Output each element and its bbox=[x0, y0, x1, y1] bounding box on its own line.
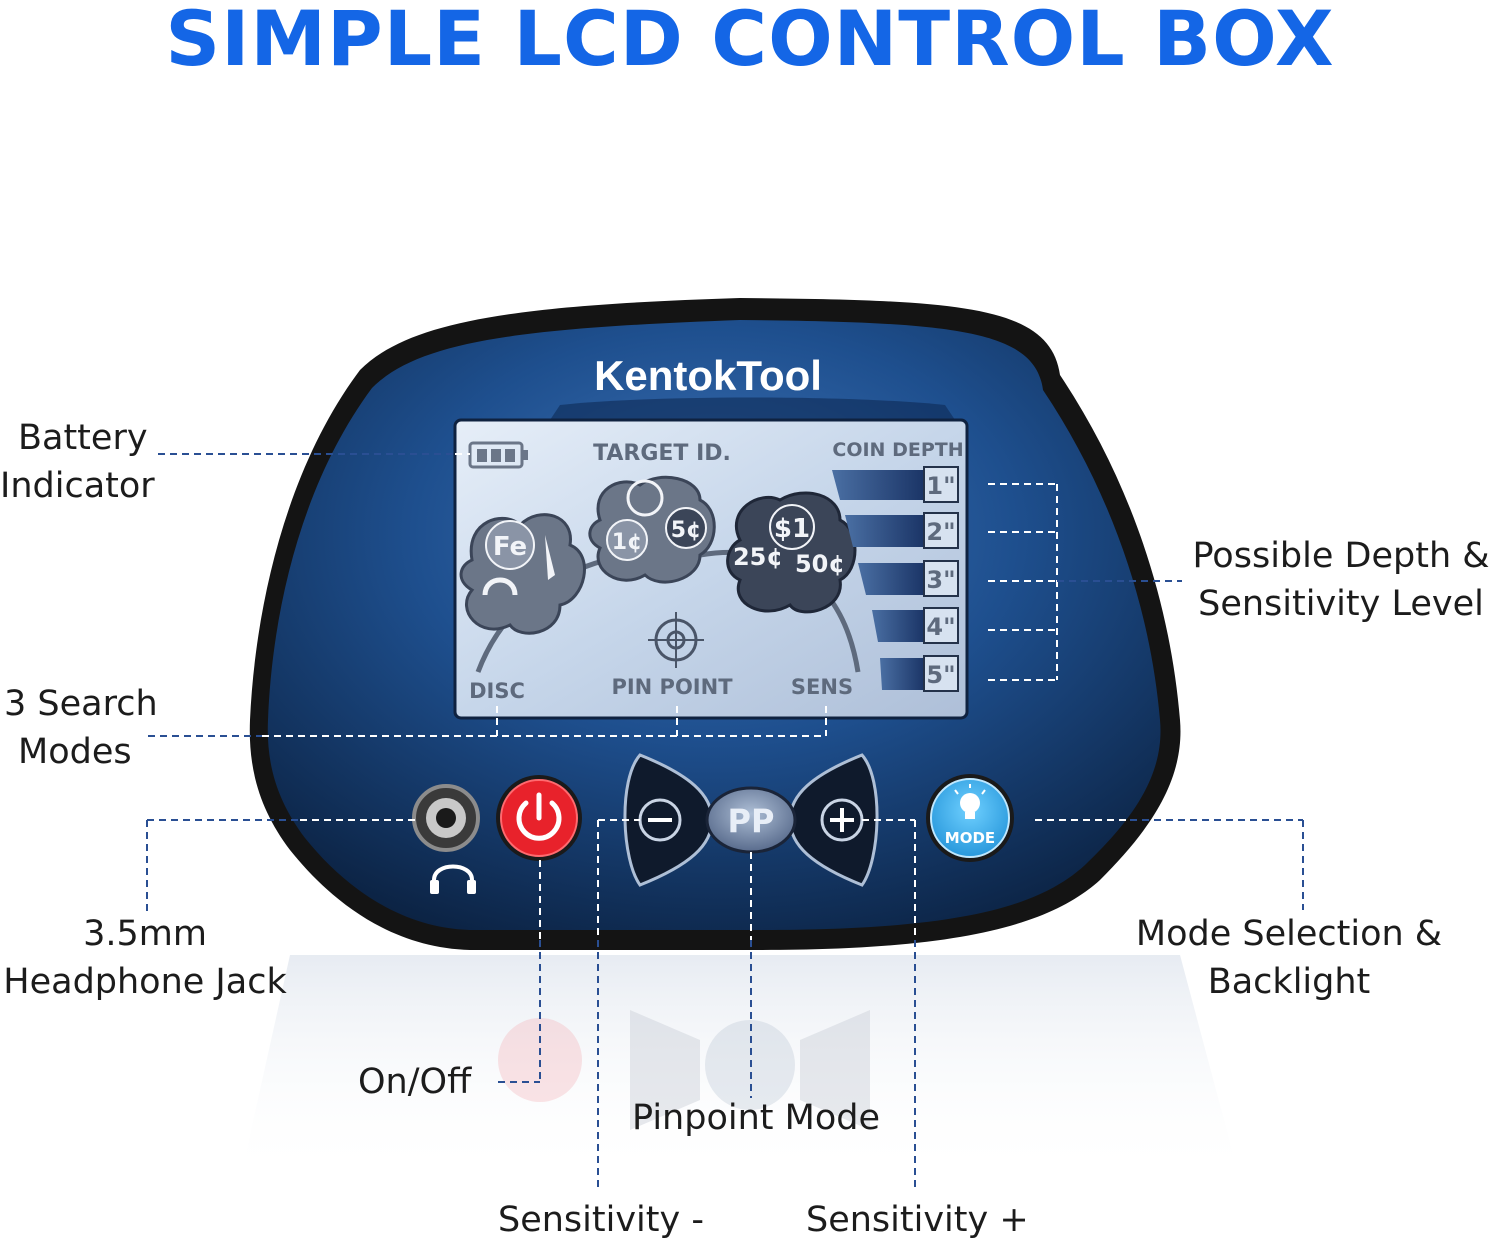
magnet-icon bbox=[482, 577, 518, 596]
sensitivity-minus-callout: Sensitivity - bbox=[498, 1196, 704, 1244]
on-off-callout: On/Off bbox=[358, 1058, 471, 1106]
iron-coin-cloud: Fe bbox=[459, 513, 586, 635]
depth-callout-line-1: Possible Depth & bbox=[1192, 536, 1490, 576]
mode-selection-callout: Mode Selection & Backlight bbox=[1124, 910, 1454, 1006]
battery-callout-line-2: Indicator bbox=[0, 466, 155, 506]
headphone-jack[interactable] bbox=[412, 784, 480, 852]
mode-button-label: MODE bbox=[945, 829, 995, 847]
dollar-text: $1 bbox=[774, 514, 810, 544]
mode-selection-line-1: Mode Selection & bbox=[1135, 914, 1443, 954]
target-id-label: TARGET ID. bbox=[593, 441, 731, 466]
depth-level-5: 5" bbox=[926, 661, 955, 689]
half-dollar-text: 50¢ bbox=[795, 550, 845, 578]
lcd-screen: TARGET ID. COIN DEPTH Fe 1¢ 5¢ $1 25¢ 50… bbox=[453, 418, 969, 720]
power-icon bbox=[516, 792, 562, 841]
one-cent-text: 1¢ bbox=[612, 530, 643, 555]
mode-disc-label: DISC bbox=[469, 679, 525, 703]
sensitivity-plus-text: Sensitivity + bbox=[806, 1200, 1029, 1240]
pinpoint-mode-callout: Pinpoint Mode bbox=[632, 1094, 880, 1142]
coin-depth-label: COIN DEPTH bbox=[832, 439, 963, 461]
headphone-jack-callout: 3.5mm Headphone Jack bbox=[0, 910, 290, 1006]
nail-icon bbox=[545, 535, 555, 580]
sensitivity-minus-text: Sensitivity - bbox=[498, 1200, 704, 1240]
depth-callout-line-2: Sensitivity Level bbox=[1198, 584, 1484, 624]
power-button[interactable] bbox=[496, 775, 582, 861]
on-off-callout-text: On/Off bbox=[358, 1062, 472, 1102]
search-modes-callout: 3 Search Modes bbox=[4, 680, 158, 776]
battery-indicator-callout: Battery Indicator bbox=[0, 414, 155, 510]
pinpoint-callout-text: Pinpoint Mode bbox=[632, 1098, 880, 1138]
headline: SIMPLE LCD CONTROL BOX bbox=[165, 0, 1335, 83]
mode-pinpoint-label: PIN POINT bbox=[611, 675, 733, 699]
depth-sensitivity-callout: Possible Depth & Sensitivity Level bbox=[1186, 532, 1496, 628]
mode-selection-line-2: Backlight bbox=[1207, 962, 1371, 1002]
plus-icon bbox=[830, 808, 854, 832]
depth-level-1: 1" bbox=[926, 472, 955, 500]
depth-level-2: 2" bbox=[926, 518, 955, 546]
quarter-text: 25¢ bbox=[733, 543, 783, 571]
search-modes-line-2: Modes bbox=[18, 732, 132, 772]
brand-logo: KentokTool bbox=[594, 352, 822, 399]
search-modes-line-1: 3 Search bbox=[4, 684, 158, 724]
crosshair-icon bbox=[648, 612, 704, 668]
pinpoint-button-label: PP bbox=[728, 802, 775, 840]
depth-bars: 1" 2" 3" 4" 5" bbox=[832, 466, 959, 692]
sensitivity-plus-callout: Sensitivity + bbox=[806, 1196, 1029, 1244]
mode-button[interactable]: MODE bbox=[926, 774, 1014, 862]
fe-text: Fe bbox=[493, 532, 527, 562]
headphone-icon bbox=[430, 864, 476, 894]
headphone-callout-line-2: Headphone Jack bbox=[3, 962, 287, 1002]
device-reflection bbox=[240, 955, 1240, 1180]
large-coin-cloud: $1 25¢ 50¢ bbox=[726, 491, 857, 614]
battery-callout-line-1: Battery bbox=[18, 418, 148, 458]
pinpoint-button[interactable]: PP bbox=[705, 786, 797, 854]
light-bulb-icon bbox=[954, 784, 986, 819]
headphone-callout-line-1: 3.5mm bbox=[83, 914, 207, 954]
ring-icon bbox=[626, 479, 664, 517]
five-cent-text: 5¢ bbox=[671, 518, 702, 543]
depth-level-4: 4" bbox=[926, 613, 955, 641]
depth-level-3: 3" bbox=[926, 566, 955, 594]
small-coin-cloud: 1¢ 5¢ bbox=[588, 475, 716, 584]
callout-leaders bbox=[146, 453, 1304, 1188]
sensitivity-minus-button[interactable] bbox=[623, 753, 714, 887]
mode-sens-label: SENS bbox=[791, 675, 853, 699]
